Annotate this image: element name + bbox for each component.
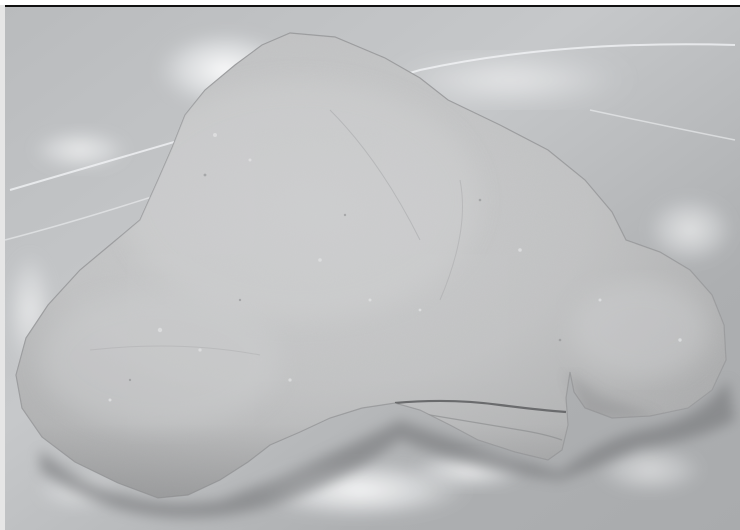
left-frame-strip (0, 5, 5, 530)
top-frame-line (0, 5, 740, 7)
rock-cast-shadow (40, 380, 735, 518)
